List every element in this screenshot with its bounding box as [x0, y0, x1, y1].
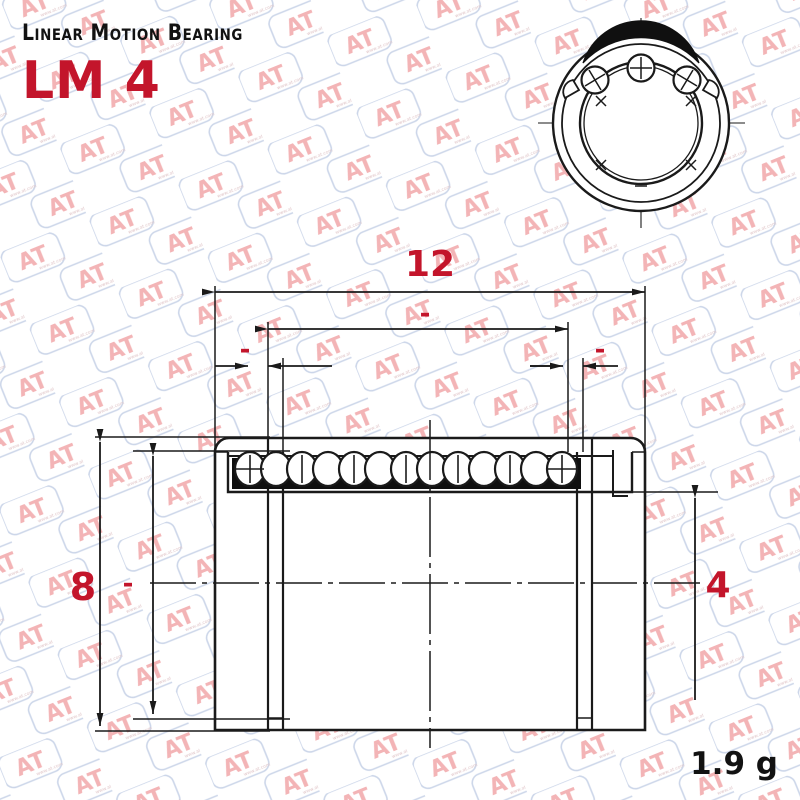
- dimension-label-right-offset: -: [595, 335, 606, 365]
- dimension-label-inner-diameter: 4: [705, 565, 730, 606]
- page-title: Linear Motion Bearing: [22, 20, 243, 46]
- dimension-label-inner-length: -: [420, 299, 431, 329]
- ball-row: [233, 450, 579, 488]
- end-view: [538, 18, 745, 228]
- side-view: [150, 420, 700, 748]
- dimension-label-outer-diameter: 8: [70, 565, 96, 609]
- product-code: LM 4: [22, 50, 161, 111]
- title-block: Linear Motion Bearing LM 4: [22, 22, 260, 107]
- dimension-label-left-offset: -: [240, 335, 251, 365]
- weight-label: 1.9 g: [690, 746, 778, 782]
- dimension-label-length: 12: [405, 244, 455, 285]
- dimension-label-bore: -: [123, 569, 134, 599]
